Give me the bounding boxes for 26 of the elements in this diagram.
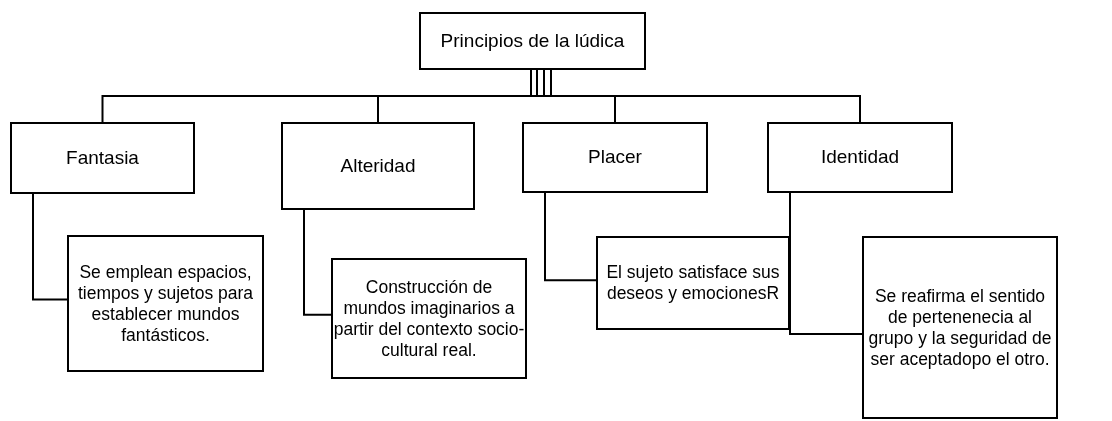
node-text: Principios de la lúdica	[440, 29, 625, 53]
connector-line	[377, 69, 538, 123]
title-box	[419, 12, 646, 70]
connector-line	[101, 69, 532, 123]
description-box	[67, 235, 264, 372]
category-box	[767, 122, 953, 193]
description-box	[596, 236, 790, 330]
node-text: Fantasia	[66, 146, 139, 170]
connector-line	[303, 209, 332, 316]
connector-line	[789, 192, 863, 335]
node-text: Identidad	[820, 146, 900, 169]
category-box	[281, 122, 475, 210]
connector-line	[32, 193, 68, 301]
connector-line	[544, 192, 597, 282]
node-text: Se emplean espacios, tiempos y sujetos para establecer mundos fantásticos.	[76, 261, 255, 346]
category-box	[10, 122, 195, 194]
description-box	[862, 236, 1058, 419]
node-text: Construcción de mundos imaginarios a partir del contexto socio-cultural real.	[333, 276, 525, 361]
connector-line	[550, 69, 861, 123]
node-text: Se reafirma el sentido de pertenenecia al grupo y la seguridad de ser aceptadopo el otro.	[867, 285, 1053, 370]
category-box	[522, 122, 708, 193]
node-text: Placer	[588, 146, 642, 169]
node-text: El sujeto satisface sus deseos y emocionesR	[605, 262, 781, 304]
connector-line	[543, 69, 616, 123]
node-text: Alteridad	[340, 154, 416, 178]
description-box	[331, 258, 527, 379]
